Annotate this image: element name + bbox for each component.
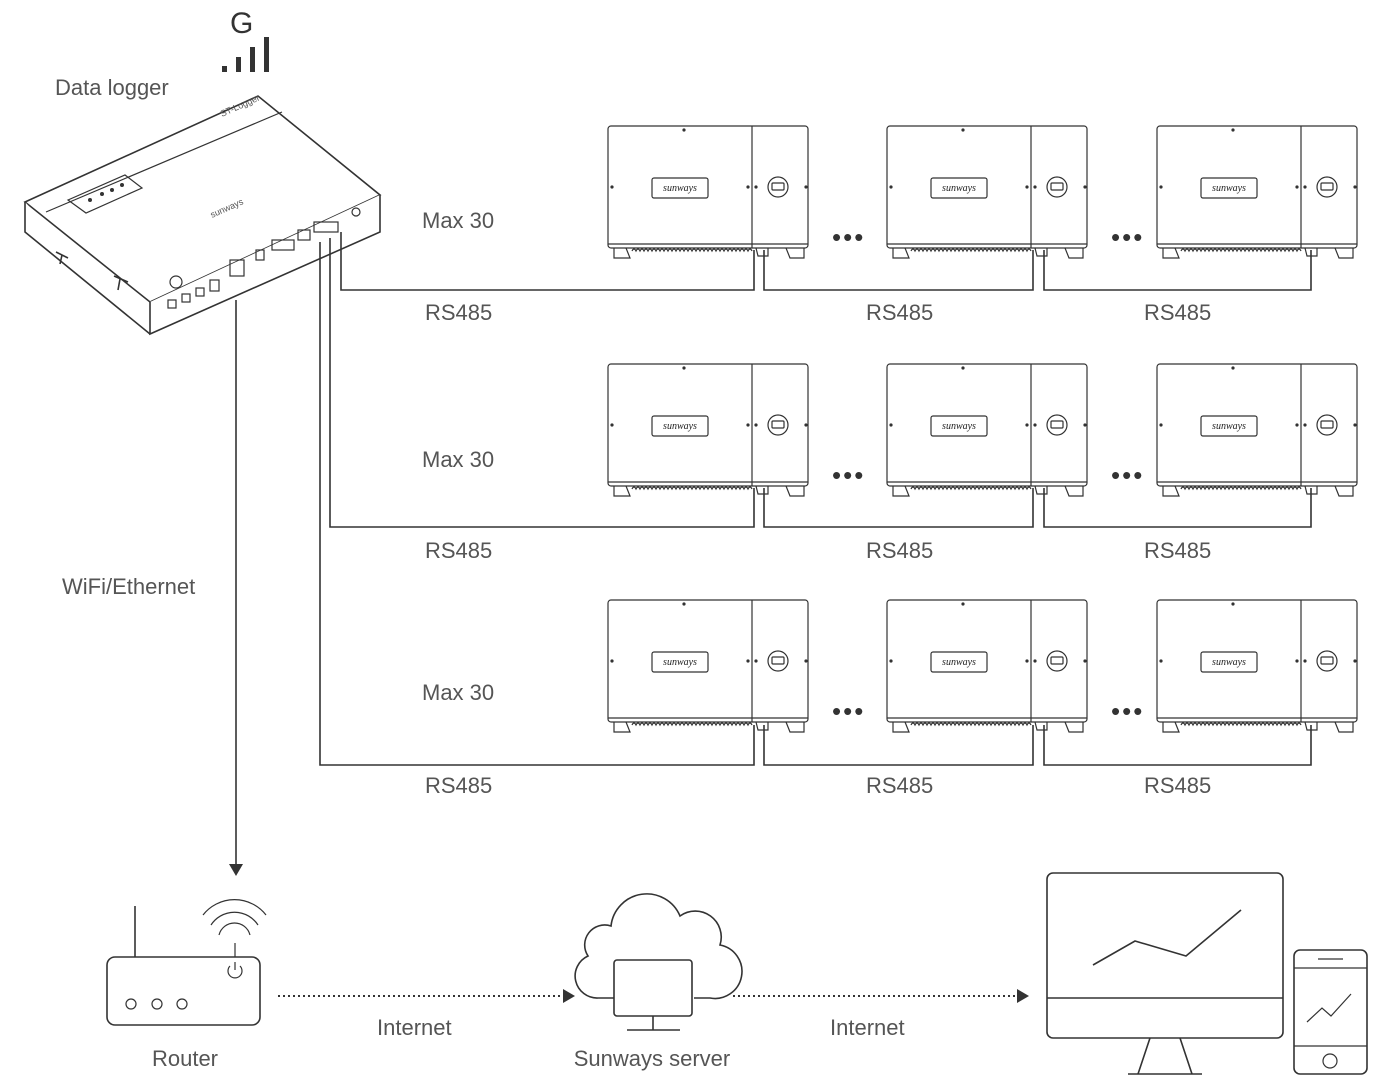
inverter-brand: sunways [942,657,976,668]
rs485-label: RS485 [866,538,933,563]
inverter-brand: sunways [663,183,697,194]
row-max-label: Max 30 [422,447,494,472]
rs485-label: RS485 [425,773,492,798]
ellipsis: ••• [832,222,865,252]
internet-link-1: Internet [278,989,575,1040]
server-label: Sunways server [574,1046,731,1071]
data-logger-label: Data logger [55,75,169,100]
inverter-unit: sunways [607,125,809,259]
ellipsis: ••• [1111,460,1144,490]
rs485-label: RS485 [1144,538,1211,563]
ellipsis: ••• [832,460,865,490]
ellipsis: ••• [1111,696,1144,726]
inverter-unit: sunways [1156,599,1358,733]
monitor-icon [1046,872,1284,1075]
logger-device: ST-Logger sunways [23,93,382,336]
internet-label: Internet [830,1015,905,1040]
inverter-brand: sunways [1212,421,1246,432]
wifi-ethernet-link: WiFi/Ethernet [62,300,243,876]
server: Sunways server [574,893,743,1071]
router-label: Router [152,1046,218,1071]
wifi-icon [202,899,267,957]
inverter-brand: sunways [942,183,976,194]
internet-label: Internet [377,1015,452,1040]
rs485-label: RS485 [1144,773,1211,798]
inverter-unit: sunways [607,599,809,733]
rs485-label: RS485 [866,773,933,798]
inverter-unit: sunways [886,599,1088,733]
inverter-row-3: Max 30 sunways ••• sunways ••• sunways R… [422,599,1358,798]
rs485-label: RS485 [425,300,492,325]
ellipsis: ••• [832,696,865,726]
phone-icon [1293,949,1368,1075]
inverter-unit: sunways [886,125,1088,259]
inverter-brand: sunways [663,421,697,432]
inverter-brand: sunways [942,421,976,432]
cellular-signal-icon: G [222,7,269,72]
inverter-brand: sunways [1212,183,1246,194]
rs485-label: RS485 [425,538,492,563]
inverter-brand: sunways [663,657,697,668]
row-max-label: Max 30 [422,680,494,705]
inverter-brand: sunways [1212,657,1246,668]
rs485-label: RS485 [1144,300,1211,325]
inverter-unit: sunways [607,363,809,497]
data-logger: Data logger G ST-Logger sunways [23,7,382,336]
rs485-label: RS485 [866,300,933,325]
inverter-unit: sunways [1156,125,1358,259]
internet-link-2: Internet [733,989,1029,1040]
rs485-wiring [319,232,1312,766]
link-label: WiFi/Ethernet [62,574,195,599]
router-icon [106,906,261,1026]
cloud-server-icon [574,893,743,1031]
inverter-row-1: Max 30 sunways ••• sunways ••• sunways R… [422,125,1358,325]
signal-letter: G [230,7,253,40]
row-max-label: Max 30 [422,208,494,233]
inverter-row-2: Max 30 sunways ••• sunways ••• sunways R… [422,363,1358,563]
inverter-unit: sunways [886,363,1088,497]
ellipsis: ••• [1111,222,1144,252]
inverter-unit: sunways [1156,363,1358,497]
router: Router [106,899,267,1071]
